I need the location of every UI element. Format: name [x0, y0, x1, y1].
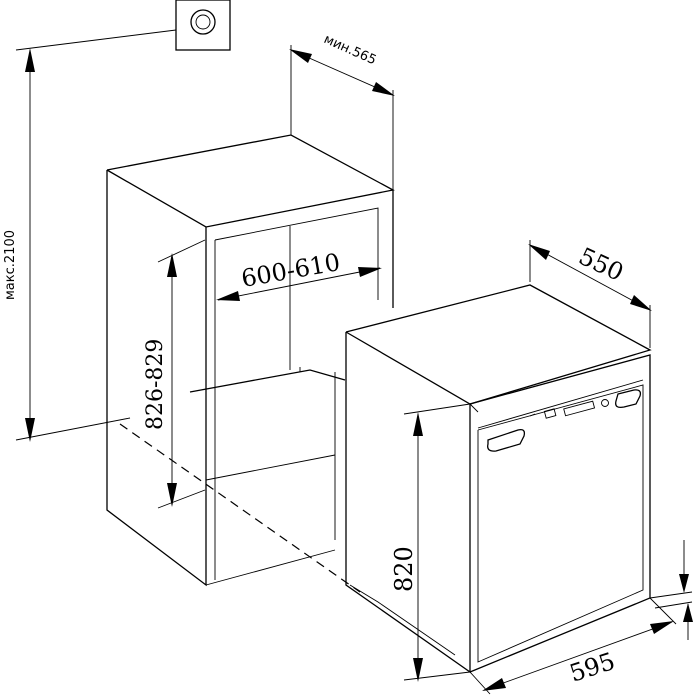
appliance-width-dimension: [469, 597, 677, 695]
min-depth-label: мин.565: [321, 32, 378, 68]
appliance-depth-label: 550: [574, 242, 627, 287]
niche-height-label: 826-829: [143, 339, 168, 430]
niche-width-dimension: [216, 267, 382, 301]
appliance-depth-dimension: [528, 240, 652, 348]
niche-height-dimension: [157, 239, 206, 509]
plinth-dimension: [649, 540, 693, 640]
niche-width-label: 600-610: [239, 248, 342, 293]
dishwasher: [345, 284, 652, 674]
min-depth-dimension: [289, 45, 395, 190]
appliance-height-dimension: [403, 403, 471, 682]
appliance-height-label: 820: [390, 546, 418, 592]
appliance-width-label: 595: [566, 647, 618, 688]
max-height-label: макс.2100: [3, 230, 18, 300]
max-height-dimension: [15, 29, 177, 442]
cabinet-niche: [106, 134, 395, 593]
wall-socket: [175, 0, 231, 51]
